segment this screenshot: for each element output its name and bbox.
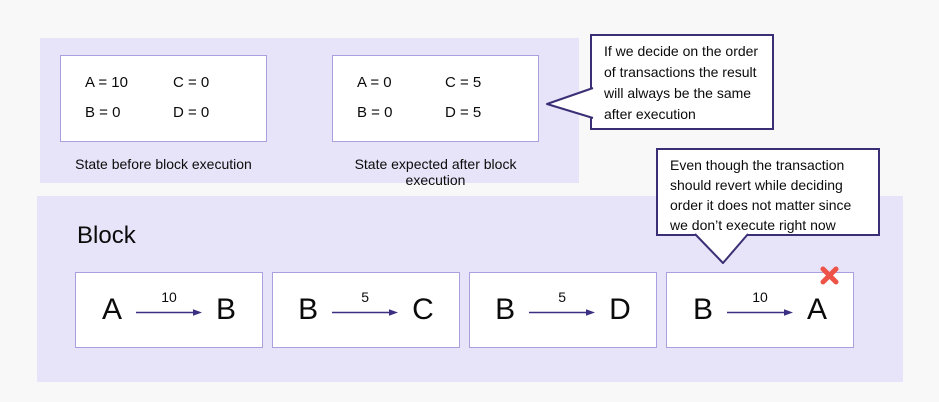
state-value: A = 0 bbox=[357, 74, 392, 91]
transaction-box: A 10 B bbox=[75, 272, 263, 348]
tx-from: B bbox=[298, 293, 319, 326]
state-before-box: A = 10 C = 0 B = 0 D = 0 bbox=[60, 55, 267, 142]
state-value: C = 0 bbox=[173, 74, 210, 91]
tx-to: C bbox=[412, 293, 434, 326]
tx-from: B bbox=[692, 293, 713, 326]
state-value: B = 0 bbox=[357, 104, 393, 121]
tx-arrow: 5 bbox=[331, 289, 399, 317]
states-panel: A = 10 C = 0 B = 0 D = 0 State before bl… bbox=[40, 38, 579, 188]
tx-amount: 5 bbox=[361, 289, 370, 305]
callout-line: should revert while deciding bbox=[670, 177, 843, 193]
tx-to: A bbox=[807, 293, 828, 326]
state-value: C = 5 bbox=[445, 74, 482, 91]
tx-arrow: 5 bbox=[528, 289, 596, 317]
tx-to: D bbox=[609, 293, 631, 326]
transaction-box: B 5 C bbox=[272, 272, 460, 348]
transaction-box-rejected: B 10 A bbox=[666, 272, 854, 348]
tx-arrow: 10 bbox=[135, 289, 203, 317]
callout-revert-tail bbox=[694, 233, 749, 264]
tx-amount: 10 bbox=[161, 289, 177, 305]
state-after-values: A = 0 C = 5 B = 0 D = 5 bbox=[333, 56, 538, 121]
transfer-arrow-icon bbox=[529, 309, 596, 316]
block-title: Block bbox=[77, 222, 136, 249]
callout-order-tail bbox=[546, 87, 594, 119]
transaction-box: B 5 D bbox=[469, 272, 657, 348]
tx-from: B bbox=[495, 293, 516, 326]
callout-line: order it does not matter since bbox=[670, 197, 852, 213]
state-value: D = 0 bbox=[173, 104, 210, 121]
transfer-arrow-icon bbox=[332, 309, 399, 316]
transfer-arrow-icon bbox=[727, 309, 793, 316]
callout-line: If we decide on the order bbox=[604, 43, 759, 59]
state-value: A = 10 bbox=[85, 74, 128, 91]
callout-line: Even though the transaction bbox=[670, 157, 845, 173]
callout-line: will always be the same bbox=[604, 85, 752, 101]
transactions-row: A 10 B B 5 bbox=[75, 272, 854, 348]
callout-revert-bubble: Even though the transaction should rever… bbox=[656, 148, 880, 236]
callout-line: after execution bbox=[604, 106, 696, 122]
callout-line: of transactions the result bbox=[604, 64, 757, 80]
tx-amount: 10 bbox=[752, 289, 768, 305]
callout-line: we don’t execute right now bbox=[670, 217, 836, 233]
callout-order-bubble: If we decide on the order of transaction… bbox=[590, 34, 774, 130]
state-before-label: State before block execution bbox=[75, 156, 252, 172]
state-after-label: State expected after block execution bbox=[354, 156, 517, 188]
tx-from: A bbox=[101, 293, 122, 326]
state-value: D = 5 bbox=[445, 104, 482, 121]
state-after-box: A = 0 C = 5 B = 0 D = 5 bbox=[332, 55, 539, 142]
tx-amount: 5 bbox=[558, 289, 567, 305]
tx-arrow: 10 bbox=[726, 289, 794, 317]
tx-to: B bbox=[216, 293, 237, 326]
state-before-values: A = 10 C = 0 B = 0 D = 0 bbox=[61, 56, 266, 121]
rejected-x-icon bbox=[820, 266, 839, 285]
state-value: B = 0 bbox=[85, 104, 121, 121]
transfer-arrow-icon bbox=[136, 309, 202, 316]
